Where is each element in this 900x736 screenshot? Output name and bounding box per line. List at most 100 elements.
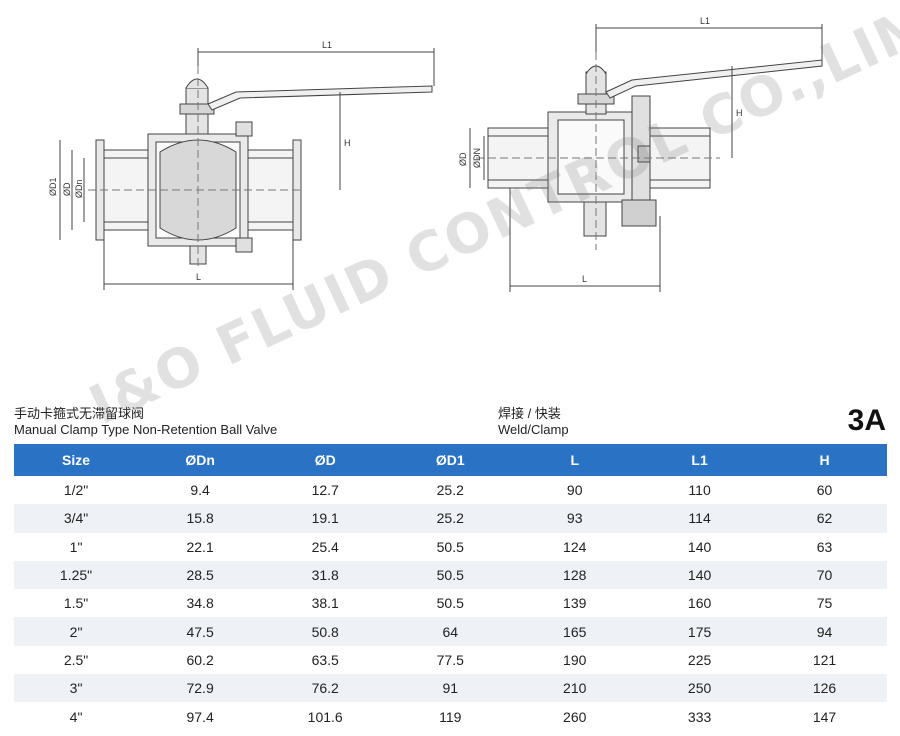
table-cell: 165 bbox=[512, 617, 638, 646]
table-cell: 34.8 bbox=[186, 595, 214, 612]
header-dn: ØDn bbox=[138, 444, 263, 476]
table-cell: 15.8 bbox=[138, 504, 263, 533]
table-cell: 50.5 bbox=[436, 595, 464, 612]
right-dim-h: H bbox=[736, 108, 743, 118]
table-cell: 90 bbox=[566, 482, 583, 499]
left-dim-l1: L1 bbox=[322, 40, 332, 50]
table-cell: 121 bbox=[812, 651, 837, 668]
table-cell: 175 bbox=[637, 617, 763, 646]
table-cell: 124 bbox=[563, 538, 587, 555]
table-cell: 94 bbox=[762, 617, 887, 646]
caption-mid: 焊接 / 快装 Weld/Clamp bbox=[498, 406, 569, 438]
header-size: Size bbox=[14, 444, 139, 476]
table-cell: 12.7 bbox=[311, 482, 339, 499]
table-cell: 25.4 bbox=[311, 538, 339, 555]
table-cell: 60 bbox=[816, 482, 833, 499]
table-cell: 75 bbox=[816, 595, 833, 612]
table-cell: 76.2 bbox=[262, 674, 389, 703]
table-cell: 1.25" bbox=[14, 560, 139, 590]
left-dim-l: L bbox=[196, 272, 201, 282]
table-cell: 101.6 bbox=[307, 708, 343, 725]
table-cell: 126 bbox=[762, 674, 887, 703]
left-dim-d: ØD bbox=[62, 182, 72, 196]
header-l: L bbox=[512, 444, 638, 476]
caption-left-cn: 手动卡箍式无滞留球阀 bbox=[14, 406, 145, 421]
table-cell: 97.4 bbox=[186, 708, 214, 725]
table-cell: 72.9 bbox=[138, 674, 263, 703]
table-cell: 210 bbox=[512, 674, 638, 703]
table-row: 3" 72.9 76.2 91 210 250 126 bbox=[14, 674, 887, 703]
table-cell: 160 bbox=[687, 595, 712, 612]
left-dim-dn: ØDn bbox=[74, 179, 84, 198]
table-cell: 91 bbox=[388, 674, 513, 703]
table-row: 2" 47.5 50.8 64 165 175 94 bbox=[14, 617, 887, 646]
right-valve-drawing bbox=[469, 24, 823, 292]
right-dim-d: ØD bbox=[458, 152, 468, 166]
table-cell: 114 bbox=[637, 504, 763, 533]
table-cell: 1.5" bbox=[63, 595, 89, 612]
standard-badge: 3A bbox=[847, 404, 886, 437]
left-dim-d1: ØD1 bbox=[48, 177, 58, 196]
table-cell: 50.8 bbox=[262, 617, 389, 646]
table-cell: 50.5 bbox=[388, 560, 513, 590]
table-cell: 4" bbox=[69, 708, 83, 725]
table-row: 1.5" 34.8 38.1 50.5 139 160 75 bbox=[14, 589, 887, 617]
table-cell: 62 bbox=[762, 504, 887, 533]
table-cell: 63 bbox=[816, 538, 833, 555]
table-cell: 50.5 bbox=[436, 538, 464, 555]
table-cell: 260 bbox=[563, 708, 587, 725]
table-cell: 19.1 bbox=[262, 504, 389, 533]
right-dim-l1: L1 bbox=[700, 16, 710, 26]
caption-mid-cn: 焊接 / 快装 bbox=[498, 406, 561, 421]
table-cell: 93 bbox=[512, 504, 638, 533]
left-dim-h: H bbox=[344, 138, 351, 148]
table-cell: 1" bbox=[69, 538, 83, 555]
header-d: ØD bbox=[262, 444, 389, 476]
table-cell: 119 bbox=[439, 708, 462, 725]
table-cell: 250 bbox=[637, 674, 763, 703]
table-row: 1.25" 28.5 31.8 50.5 128 140 70 bbox=[14, 560, 887, 590]
table-cell: 9.4 bbox=[190, 482, 210, 499]
left-valve-drawing bbox=[59, 48, 435, 290]
table-header-row: Size ØDn ØD ØD1 L L1 H bbox=[14, 444, 887, 476]
header-h: H bbox=[762, 444, 887, 476]
table-cell: 38.1 bbox=[311, 595, 339, 612]
table-cell: 1/2" bbox=[63, 482, 89, 499]
table-cell: 2" bbox=[14, 617, 139, 646]
caption-left: 手动卡箍式无滞留球阀 Manual Clamp Type Non-Retenti… bbox=[14, 406, 277, 438]
caption-mid-en: Weld/Clamp bbox=[498, 422, 569, 437]
table-row: 1" 22.1 25.4 50.5 124 140 63 bbox=[14, 533, 887, 561]
table-cell: 31.8 bbox=[262, 560, 389, 590]
table-cell: 3/4" bbox=[14, 504, 139, 533]
table-row: 4" 97.4 101.6 119 260 333 147 bbox=[14, 702, 887, 730]
table-cell: 28.5 bbox=[138, 560, 263, 590]
table-row: 2.5" 60.2 63.5 77.5 190 225 121 bbox=[14, 646, 887, 674]
table-cell: 63.5 bbox=[311, 651, 339, 668]
table-cell: 3" bbox=[14, 674, 139, 703]
table-cell: 70 bbox=[762, 560, 887, 590]
right-dim-l: L bbox=[582, 274, 587, 284]
table-cell: 147 bbox=[812, 708, 837, 725]
caption-left-en: Manual Clamp Type Non-Retention Ball Val… bbox=[14, 422, 278, 437]
table-cell: 225 bbox=[687, 651, 712, 668]
table-cell: 64 bbox=[388, 617, 513, 646]
table-cell: 333 bbox=[687, 708, 712, 725]
table-cell: 128 bbox=[512, 560, 638, 590]
header-d1: ØD1 bbox=[388, 444, 513, 476]
spec-table: Size ØDn ØD ØD1 L L1 H 1/2" 9.4 12.7 25.… bbox=[14, 444, 887, 731]
table-cell: 22.1 bbox=[186, 538, 214, 555]
technical-drawings: L1 H L ØD1 ØD ØDn L1 H L ØD ØDN bbox=[48, 16, 823, 292]
table-cell: 47.5 bbox=[138, 617, 263, 646]
table-cell: 140 bbox=[637, 560, 763, 590]
table-row: 1/2" 9.4 12.7 25.2 90 110 60 bbox=[14, 476, 887, 504]
right-dim-dn: ØDN bbox=[472, 148, 482, 168]
table-cell: 140 bbox=[687, 538, 712, 555]
table-cell: 60.2 bbox=[186, 651, 214, 668]
table-cell: 25.2 bbox=[436, 482, 464, 499]
table-cell: 110 bbox=[688, 482, 711, 499]
table-cell: 77.5 bbox=[436, 651, 464, 668]
table-cell: 2.5" bbox=[63, 651, 89, 668]
table-row: 3/4" 15.8 19.1 25.2 93 114 62 bbox=[14, 504, 887, 533]
table-cell: 25.2 bbox=[388, 504, 513, 533]
table-cell: 190 bbox=[563, 651, 587, 668]
